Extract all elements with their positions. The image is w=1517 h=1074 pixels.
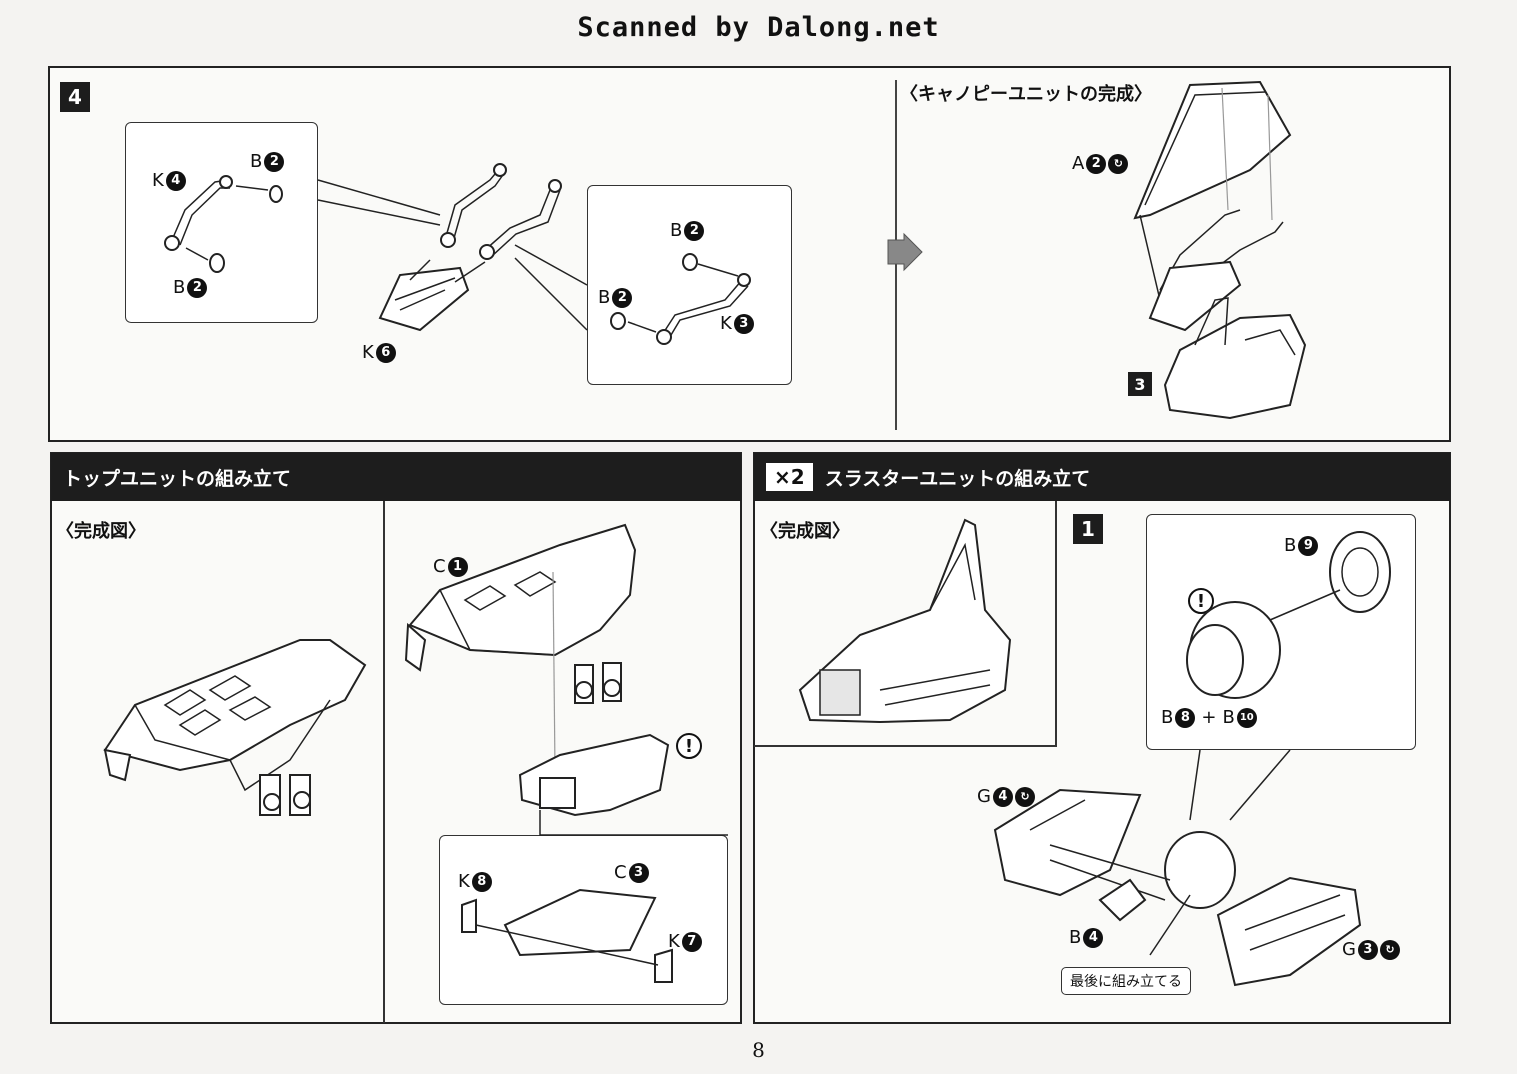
k6-shield-part: [378, 259, 486, 332]
thruster-complete-box-border: [754, 501, 1057, 747]
glue-free-icon: ↻: [1014, 786, 1035, 807]
sub-step-3-number: 3: [1128, 372, 1152, 396]
thruster-step-1-number: 1: [1073, 514, 1103, 544]
top-unit-caution-icon: !: [676, 733, 702, 759]
top-unit-title-bar: トップユニットの組み立て: [51, 453, 741, 501]
k4-arm-part: [164, 175, 283, 273]
c1-part: [404, 523, 637, 771]
canopy-part: [1133, 80, 1307, 420]
center-arms-part: [440, 163, 562, 260]
k4-detail-box: [125, 122, 318, 323]
k3-detail-box: [587, 185, 792, 385]
thruster-complete-label: 〈完成図〉: [760, 521, 850, 542]
step-4-number: 4: [60, 82, 90, 112]
thruster-unit-title-bar: ×2 スラスターユニットの組み立て: [754, 453, 1450, 501]
k3-arm-part: [610, 253, 751, 345]
next-arrow-icon: [884, 232, 924, 276]
glue-free-icon: ↻: [1108, 153, 1129, 174]
nozzle-parts: [1186, 531, 1391, 821]
scanner-watermark: Scanned by Dalong.net: [577, 12, 940, 43]
glue-free-icon: ↻: [1379, 939, 1400, 960]
assemble-last-note: 最後に組み立てる: [1061, 967, 1191, 995]
thruster-unit-title: スラスターユニットの組み立て: [824, 467, 1091, 490]
top-unit-complete-part: [103, 639, 367, 816]
page-number: 8: [752, 1038, 765, 1062]
multiplier-badge: ×2: [766, 463, 813, 491]
thruster-complete-part: [798, 518, 1012, 724]
thruster-assembly-part: [993, 788, 1362, 987]
top-unit-divider: [383, 501, 385, 1023]
top-unit-complete-label: 〈完成図〉: [56, 521, 146, 542]
c3-assembly-part: [461, 733, 728, 983]
canopy-complete-title: 〈キャノピーユニットの完成〉: [900, 84, 1152, 105]
